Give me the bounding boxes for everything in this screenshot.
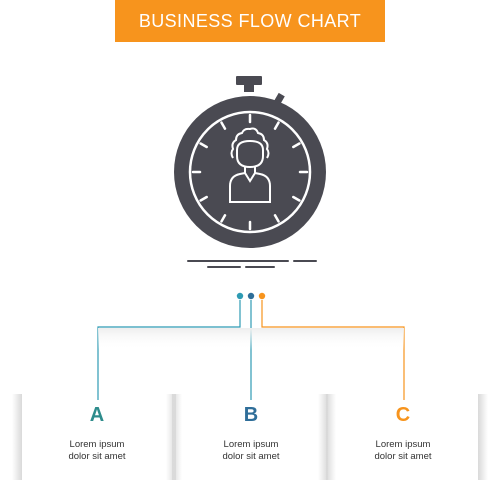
step-card-a: A Lorem ipsum dolor sit amet	[12, 394, 182, 480]
step-letter-b: B	[243, 404, 259, 426]
page-title: BUSINESS FLOW CHART	[138, 10, 362, 31]
step-a-line1: Lorem ipsum	[69, 439, 125, 450]
step-text-c: Lorem ipsum dolor sit amet	[328, 439, 478, 462]
card-shadow	[172, 394, 182, 480]
connector-c	[261, 300, 405, 400]
connector-dot-b	[247, 292, 255, 300]
connector-dot-c	[258, 292, 266, 300]
card-shadow	[166, 394, 176, 480]
step-b-line1: Lorem ipsum	[223, 439, 279, 450]
step-text-b: Lorem ipsum dolor sit amet	[176, 439, 326, 462]
step-letter-c: C	[395, 404, 411, 426]
step-letter-a: A	[89, 404, 105, 426]
title-banner: BUSINESS FLOW CHART	[115, 0, 385, 42]
step-a-line2: dolor sit amet	[68, 450, 126, 462]
stopwatch-person-icon	[174, 76, 326, 268]
step-b-line2: dolor sit amet	[222, 450, 280, 462]
step-card-c: C Lorem ipsum dolor sit amet	[318, 394, 488, 480]
connector-dot-a	[236, 292, 244, 300]
step-text-a: Lorem ipsum dolor sit amet	[22, 439, 172, 462]
card-shadow	[12, 394, 22, 480]
step-c-line2: dolor sit amet	[374, 450, 432, 462]
card-shadow	[478, 394, 488, 480]
step-c-line1: Lorem ipsum	[375, 439, 431, 450]
step-card-b: B Lorem ipsum dolor sit amet	[166, 394, 336, 480]
card-shadow	[326, 394, 336, 480]
card-shadow	[318, 394, 328, 480]
connector-a	[97, 300, 241, 400]
